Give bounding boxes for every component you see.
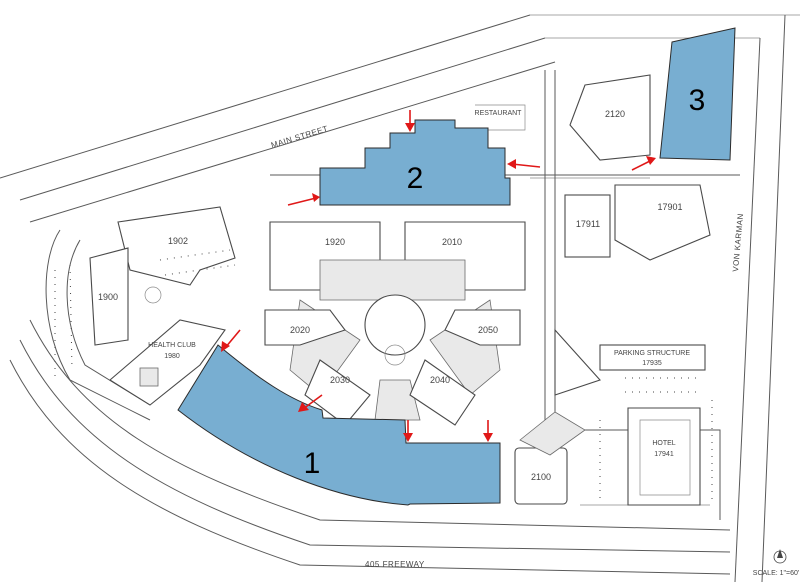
restaurant-outline (475, 104, 526, 131)
west-loop-inner (66, 239, 151, 406)
arrow-zone1-northwest (221, 329, 241, 352)
von-karman-label: VON KARMAN (731, 213, 745, 272)
triangle-structure (554, 328, 601, 396)
west-parking-stalls (54, 264, 73, 380)
zone-1-area[interactable] (177, 344, 501, 506)
north-parking-stalls (159, 249, 236, 276)
main-street-label: MAIN STREET (270, 124, 329, 150)
west-loop-outer (45, 229, 151, 421)
freeway-label: 405 FREEWAY (365, 560, 425, 569)
building-2050[interactable] (444, 309, 521, 346)
label-17901: 17901 (657, 202, 682, 212)
roundabout-west (144, 286, 162, 304)
diamond-plaza (519, 411, 586, 456)
arrow-zone2-left (287, 193, 320, 206)
label-1900: 1900 (98, 292, 118, 302)
zone-3-area[interactable] (659, 27, 736, 161)
von-karman-edge-1 (734, 37, 761, 582)
freeway-edge-1 (29, 319, 731, 531)
label-health-club-num: 1980 (164, 353, 180, 360)
main-street-edge-2 (19, 37, 546, 201)
arrow-zone3 (631, 156, 656, 171)
zone-2-area[interactable] (319, 119, 511, 206)
zone-2-label: 2 (407, 162, 424, 195)
main-street-edge-1 (0, 14, 531, 179)
label-parking: PARKING STRUCTURE (614, 350, 690, 357)
hotel-inner (639, 419, 691, 496)
building-health-club[interactable] (109, 319, 226, 406)
arrow-zone1-east (483, 420, 493, 442)
label-2120: 2120 (605, 109, 625, 119)
health-club-pool (139, 367, 159, 387)
building-1902[interactable] (117, 206, 236, 286)
label-hotel-num: 17941 (654, 451, 674, 458)
label-2050: 2050 (478, 325, 498, 335)
main-street-edge-3 (29, 61, 556, 223)
building-17901[interactable] (614, 184, 711, 261)
arrow-zone1-center (403, 420, 413, 442)
se-loop (560, 429, 721, 520)
label-health-club: HEALTH CLUB (148, 342, 196, 349)
label-parking-num: 17935 (642, 360, 662, 367)
von-karman-edge-2 (761, 14, 786, 582)
roads (0, 14, 800, 582)
label-2030: 2030 (330, 375, 350, 385)
building-2020[interactable] (264, 309, 346, 346)
zone-3-label: 3 (689, 84, 706, 117)
north-arrow (773, 549, 787, 564)
building-17911[interactable] (564, 194, 611, 258)
label-1902: 1902 (168, 236, 188, 246)
arrow-zone2-top (405, 110, 415, 132)
freeway-edge-2 (19, 339, 731, 553)
building-1900[interactable] (89, 247, 129, 346)
walkway-south (374, 379, 421, 421)
label-1920: 1920 (325, 237, 345, 247)
zones: 2 3 1 (177, 27, 736, 506)
building-2120[interactable] (569, 74, 651, 161)
label-2100: 2100 (531, 472, 551, 482)
building-2040[interactable] (409, 359, 476, 426)
label-2020: 2020 (290, 325, 310, 335)
zone-1-label: 1 (304, 447, 321, 480)
label-hotel: HOTEL (652, 440, 675, 447)
central-rotunda (364, 294, 426, 356)
buildings: 1902 1900 HEALTH CLUB 1980 1920 2010 202… (54, 74, 713, 506)
label-restaurant: RESTAURANT (475, 110, 523, 117)
entrance-arrows (221, 110, 656, 442)
freeway-edge-3 (9, 359, 731, 575)
central-fountain (384, 344, 406, 366)
building-parking-structure[interactable] (599, 344, 706, 371)
building-hotel[interactable] (627, 407, 701, 506)
central-plaza-hatch (319, 259, 466, 301)
label-17911: 17911 (576, 219, 600, 229)
arrow-zone2-right (507, 159, 541, 169)
label-2010: 2010 (442, 237, 462, 247)
arrow-zone1-mid (298, 394, 323, 412)
scale-label: SCALE: 1"=60' (753, 570, 799, 577)
label-2040: 2040 (430, 375, 450, 385)
